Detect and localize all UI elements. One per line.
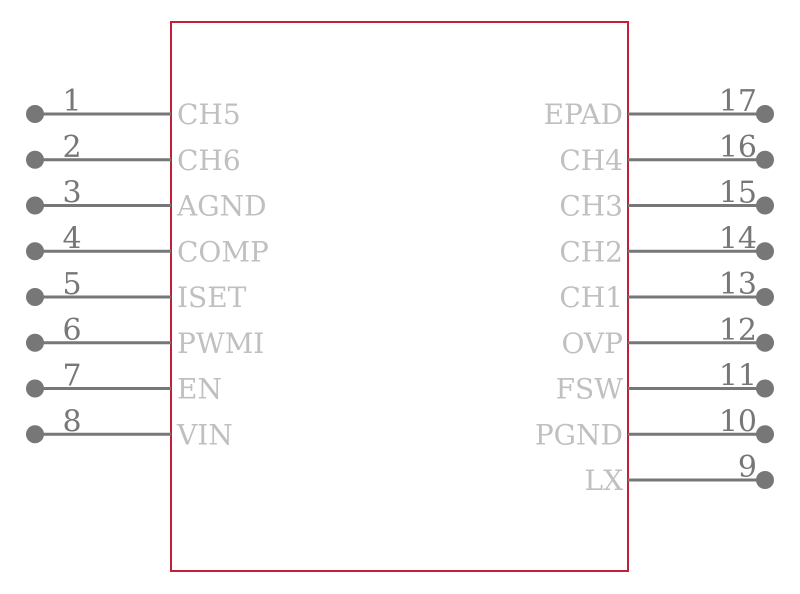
pin-name: ISET	[177, 281, 247, 314]
pin-name: CH5	[177, 98, 241, 131]
pin-number: 4	[62, 221, 81, 256]
pin-terminal-dot	[26, 196, 44, 215]
pin-name: CH1	[559, 281, 623, 314]
pin-terminal-dot	[756, 105, 774, 123]
pin-number: 12	[719, 313, 757, 348]
pin-name: VIN	[176, 418, 233, 451]
left-pin-3: 3 AGND	[26, 176, 267, 223]
pin-terminal-dot	[756, 150, 774, 169]
pin-terminal-dot	[756, 471, 774, 489]
pin-terminal-dot	[756, 333, 774, 352]
right-pin-16: 16 CH4	[559, 130, 774, 177]
pin-terminal-dot	[756, 288, 774, 306]
pin-name: EPAD	[544, 98, 623, 131]
pin-name: EN	[177, 373, 222, 406]
pin-number: 13	[719, 267, 757, 302]
pin-terminal-dot	[26, 288, 44, 306]
pin-name: AGND	[176, 190, 267, 223]
pin-name: PWMI	[177, 327, 264, 360]
pin-terminal-dot	[26, 150, 44, 169]
pin-number: 5	[62, 267, 81, 302]
pin-name: FSW	[556, 373, 624, 406]
pin-number: 9	[738, 450, 757, 485]
pin-number: 6	[62, 313, 81, 348]
left-pin-4: 4 COMP	[26, 221, 269, 268]
pin-name: PGND	[535, 418, 623, 451]
pin-name: CH2	[559, 235, 623, 268]
pin-terminal-dot	[26, 333, 44, 352]
pin-number: 2	[62, 130, 81, 165]
right-pin-group: 17 EPAD 16 CH4 15 CH3 14 CH2 13 CH1 12 OVP 11 FSW 10 PG…	[535, 84, 774, 497]
pin-number: 7	[62, 359, 81, 394]
left-pin-group: 1 CH5 2 CH6 3 AGND 4 COMP 5 ISET 6 PWMI 7 EN 8 VIN	[26, 84, 269, 451]
pin-number: 11	[719, 359, 757, 394]
left-pin-5: 5 ISET	[26, 267, 247, 314]
right-pin-12: 12 OVP	[561, 313, 774, 360]
pin-number: 8	[62, 404, 81, 439]
right-pin-15: 15 CH3	[559, 176, 774, 223]
pin-number: 1	[62, 84, 81, 119]
pin-terminal-dot	[26, 105, 44, 123]
left-pin-6: 6 PWMI	[26, 313, 264, 360]
left-pin-1: 1 CH5	[26, 84, 241, 131]
pin-number: 16	[719, 130, 757, 165]
left-pin-7: 7 EN	[26, 359, 222, 406]
right-pin-13: 13 CH1	[559, 267, 774, 314]
pin-name: CH4	[559, 144, 623, 177]
right-pin-14: 14 CH2	[559, 221, 774, 268]
pin-name: CH6	[177, 144, 241, 177]
right-pin-11: 11 FSW	[556, 359, 774, 406]
pin-number: 14	[719, 221, 757, 256]
right-pin-9: 9 LX	[584, 450, 774, 497]
right-pin-10: 10 PGND	[535, 404, 774, 451]
pin-name: COMP	[177, 235, 269, 268]
pin-name: LX	[584, 464, 623, 497]
pin-name: CH3	[559, 190, 623, 223]
pin-number: 10	[719, 404, 757, 439]
pin-number: 17	[719, 84, 757, 119]
right-pin-17: 17 EPAD	[544, 84, 774, 131]
pin-terminal-dot	[756, 425, 774, 444]
pin-terminal-dot	[26, 379, 44, 398]
pin-number: 3	[62, 176, 81, 211]
left-pin-8: 8 VIN	[26, 404, 233, 451]
pin-terminal-dot	[26, 242, 44, 261]
pin-terminal-dot	[756, 242, 774, 261]
left-pin-2: 2 CH6	[26, 130, 241, 177]
pin-terminal-dot	[26, 425, 44, 444]
pin-terminal-dot	[756, 196, 774, 215]
pin-name: OVP	[561, 327, 623, 360]
pin-terminal-dot	[756, 379, 774, 398]
pin-number: 15	[719, 176, 757, 211]
